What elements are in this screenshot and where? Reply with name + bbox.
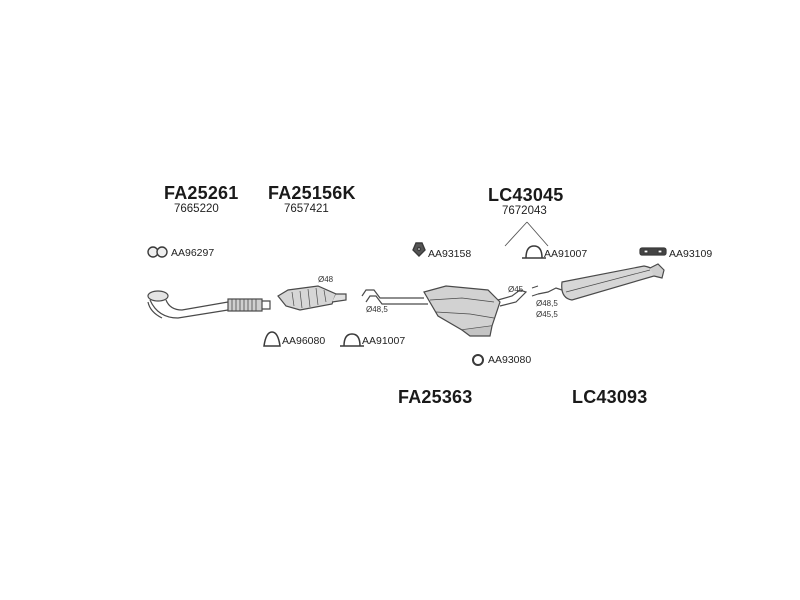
group-number-7657421: 7657421 — [284, 203, 329, 215]
clamp-icon-aa96297 — [147, 246, 168, 258]
group-code-lc43045: LC43045 — [488, 185, 564, 205]
part-label-aa93080: AA93080 — [488, 354, 532, 366]
group-code-lc43093: LC43093 — [572, 387, 648, 407]
part-label-aa91007-bottom: AA91007 — [362, 335, 406, 347]
group-code-fa25156k: FA25156K — [268, 183, 356, 203]
group-code-fa25363: FA25363 — [398, 387, 473, 407]
group-code-fa25261: FA25261 — [164, 183, 239, 203]
diameter-label-48-5-center: Ø48,5 — [366, 305, 388, 314]
part-label-aa91007-top: AA91007 — [544, 248, 588, 260]
gasket-icon-aa96080 — [263, 331, 281, 347]
part-label-aa93109: AA93109 — [669, 248, 713, 260]
group-number-7665220: 7665220 — [174, 203, 219, 215]
middle-silencer — [361, 285, 528, 337]
rubber-mount-icon-aa93158 — [412, 242, 426, 257]
diameter-label-48-5-rear: Ø48,5 — [536, 299, 558, 308]
rear-silencer — [537, 263, 665, 301]
clamp-icon-aa91007-bottom — [340, 333, 364, 347]
group-number-7672043: 7672043 — [502, 205, 547, 217]
diameter-label-45-5: Ø45,5 — [536, 310, 558, 319]
front-pipe — [147, 290, 271, 319]
part-label-aa93158: AA93158 — [428, 248, 472, 260]
catalytic-converter — [277, 285, 347, 311]
pipe-end-marks — [531, 285, 539, 297]
hanger-icon-aa93109 — [639, 247, 667, 256]
ring-icon-aa93080 — [472, 354, 484, 366]
clamp-icon-aa91007-top — [522, 245, 546, 259]
bracket-lines — [504, 221, 549, 247]
diameter-label-45: Ø45 — [508, 285, 524, 294]
diameter-label-48: Ø48 — [318, 275, 334, 284]
part-label-aa96080: AA96080 — [282, 335, 326, 347]
part-label-aa96297: AA96297 — [171, 247, 215, 259]
